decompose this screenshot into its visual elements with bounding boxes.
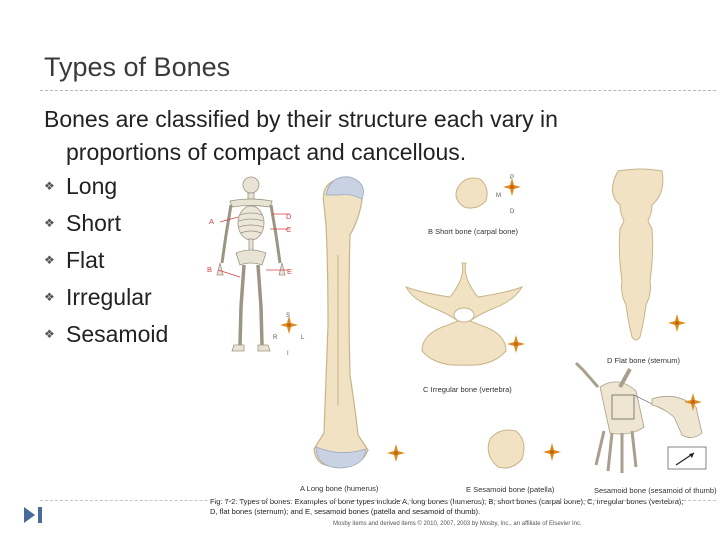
- sternum-illustration: [612, 168, 664, 341]
- bullet-icon: ❖: [44, 216, 55, 230]
- caption-sesamoid-thumb: Sesamoid bone (sesamoid of thumb): [594, 486, 717, 495]
- bullet-label: Sesamoid: [66, 321, 169, 347]
- skeleton-pointer-lines: [217, 213, 290, 278]
- compass-m: M: [496, 193, 501, 199]
- list-item: ❖ Short: [44, 205, 168, 242]
- intro-line-1: Bones are classified by their structure …: [44, 106, 558, 132]
- bullet-icon: ❖: [44, 253, 55, 267]
- bone-types-figure: A B D C E S R L I P M D A Long bone (hum…: [200, 165, 720, 540]
- caption-sesamoid-patella: E Sesamoid bone (patella): [466, 485, 555, 494]
- bullet-label: Long: [66, 173, 118, 199]
- list-item: ❖ Sesamoid: [44, 316, 168, 353]
- bullet-icon: ❖: [44, 179, 55, 193]
- bone-illustrations: [216, 168, 707, 473]
- list-item: ❖ Flat: [44, 242, 168, 279]
- caption-short-bone: B Short bone (carpal bone): [428, 227, 519, 236]
- bullet-icon: ❖: [44, 327, 55, 341]
- footer-divider: [40, 500, 716, 501]
- compass-i: I: [287, 351, 289, 357]
- list-item: ❖ Irregular: [44, 279, 168, 316]
- bone-type-list: ❖ Long ❖ Short ❖ Flat ❖ Irregular ❖ Sesamoid: [44, 168, 168, 353]
- intro-text: Bones are classified by their structure …: [44, 103, 644, 169]
- footer-bar-icon: [38, 507, 42, 523]
- list-item: ❖ Long: [44, 168, 168, 205]
- humerus-illustration: [313, 176, 369, 469]
- bullet-label: Short: [66, 210, 121, 236]
- compass-r: R: [273, 335, 278, 341]
- patella-illustration: [487, 429, 525, 469]
- caption-irregular-bone: C Irregular bone (vertebra): [423, 385, 512, 394]
- skeleton-label-a: A: [209, 217, 215, 226]
- skeleton-label-d: D: [286, 212, 292, 221]
- compass-s: S: [286, 313, 291, 319]
- footer-arrow-icon: [24, 507, 35, 523]
- figure-caption: Fig. 7-2. Types of bones. Examples of bo…: [210, 497, 684, 516]
- skeleton-illustration: [216, 176, 286, 352]
- title-divider: [40, 90, 716, 91]
- hand-illustration: [574, 361, 707, 473]
- intro-line-2: proportions of compact and cancellous.: [66, 139, 467, 165]
- bullet-icon: ❖: [44, 290, 55, 304]
- compass-l: L: [301, 335, 305, 341]
- compass-p: P: [510, 175, 515, 181]
- caption-flat-bone: D Flat bone (sternum): [607, 356, 680, 365]
- skeleton-label-e: E: [287, 267, 293, 276]
- figure-credit: Mosby items and derived items © 2010, 20…: [333, 521, 582, 527]
- vertebra-illustration: [404, 262, 524, 366]
- slide-title: Types of Bones: [44, 52, 231, 82]
- caption-long-bone: A Long bone (humerus): [300, 484, 379, 493]
- carpal-bone-illustration: [455, 177, 488, 209]
- skeleton-label-c: C: [286, 225, 292, 234]
- bullet-label: Flat: [66, 247, 105, 273]
- bullet-label: Irregular: [66, 284, 152, 310]
- skeleton-label-b: B: [207, 265, 213, 274]
- compass-d: D: [510, 209, 515, 215]
